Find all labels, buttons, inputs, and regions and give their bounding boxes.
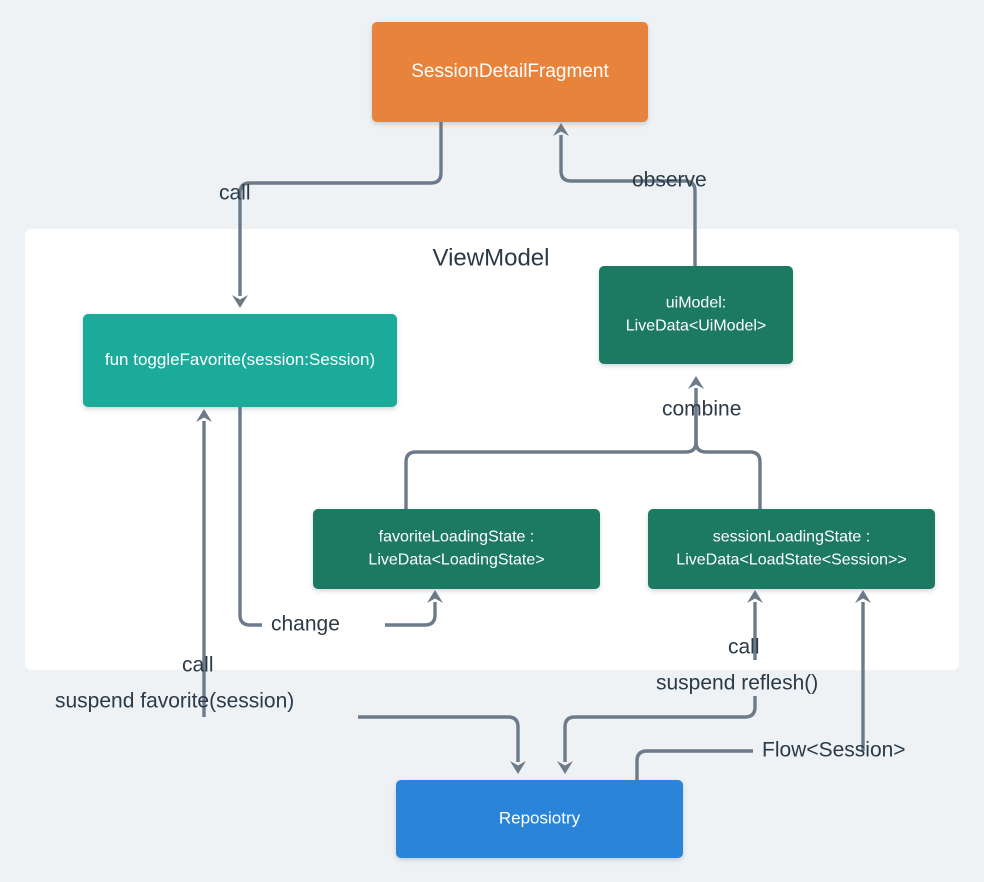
edge-call-fragment-to-toggle-label: call [219, 182, 251, 205]
repository-node-label-0: Reposiotry [499, 808, 581, 827]
edge-call-reflesh-to-repository-label: call [728, 636, 760, 659]
edge-favorite-to-repository-path [358, 715, 520, 762]
edge-call-fragment-to-toggle-arrowhead [232, 295, 248, 308]
edge-call-repository-to-toggle-sublabel: suspend favorite(session) [55, 690, 294, 713]
favorite-loading-state-node-rect [313, 509, 600, 589]
toggle-favorite-node-label-0: fun toggleFavorite(session:Session) [105, 350, 375, 369]
ui-model-node[interactable]: uiModel: LiveData<UiModel> [599, 266, 793, 364]
edge-favorite-to-repository-arrowhead [510, 761, 526, 774]
repository-node[interactable]: Reposiotry [396, 780, 683, 858]
edge-flow-session-arrowhead [855, 590, 871, 603]
toggle-favorite-node-rect [83, 314, 397, 407]
edge-call-repository-to-toggle-label: call [182, 654, 214, 677]
edge-combine-favorite-to-uimodel-label: combine [662, 398, 741, 421]
favorite-loading-state-node-label-0: favoriteLoadingState : [379, 529, 535, 546]
edge-combine-session-to-uimodel-path [694, 400, 762, 509]
nodes-layer: SessionDetailFragment fun toggleFavorite(… [83, 22, 935, 858]
toggle-favorite-node[interactable]: fun toggleFavorite(session:Session) [83, 314, 397, 407]
edge-call-repository-to-toggle-arrowhead [196, 409, 212, 422]
viewmodel-panel-rect [25, 229, 959, 670]
favorite-loading-state-node-label-1: LiveData<LoadingState> [368, 552, 544, 569]
session-detail-fragment-node[interactable]: SessionDetailFragment [372, 22, 648, 122]
session-loading-state-node-label-1: LiveData<LoadState<Session>> [676, 552, 906, 569]
edge-flow-session-label: Flow<Session> [762, 739, 906, 762]
repository-node-rect [396, 780, 683, 858]
edge-call-session-loading-arrow-arrowhead [747, 590, 763, 603]
edge-observe-uimodel-to-fragment-label: observe [632, 169, 707, 192]
ui-model-node-rect [599, 266, 793, 364]
edges-layer [196, 122, 871, 780]
session-detail-fragment-node-rect [372, 22, 648, 122]
edge-observe-uimodel-to-fragment-arrowhead [553, 123, 569, 136]
edge-change-toggle-to-favorite-arrowhead [427, 590, 443, 603]
edge-change-toggle-to-favorite-label: change [271, 613, 340, 636]
edge-flow-session-path [635, 602, 865, 780]
session-detail-fragment-node-label-0: SessionDetailFragment [411, 61, 609, 82]
favorite-loading-state-node[interactable]: favoriteLoadingState : LiveData<LoadingSt… [313, 509, 600, 589]
edge-observe-uimodel-to-fragment-path [559, 135, 697, 266]
edge-labels-layer: call observe combine change call suspend favo… [55, 169, 906, 762]
edge-call-reflesh-to-repository-path [563, 696, 757, 762]
ui-model-node-label-1: LiveData<UiModel> [626, 318, 767, 335]
viewmodel-panel: ViewModel [25, 229, 959, 670]
edge-call-reflesh-to-repository-sublabel: suspend reflesh() [656, 672, 818, 695]
session-loading-state-node-label-0: sessionLoadingState : [713, 529, 870, 546]
session-loading-state-node[interactable]: sessionLoadingState : LiveData<LoadState<… [648, 509, 935, 589]
edge-call-reflesh-to-repository-arrowhead [557, 761, 573, 774]
viewmodel-panel-title: ViewModel [433, 244, 550, 271]
edge-call-fragment-to-toggle-path [238, 122, 443, 296]
edge-change-toggle-to-favorite-path [238, 407, 437, 627]
session-loading-state-node-rect [648, 509, 935, 589]
edge-combine-favorite-to-uimodel-arrowhead [688, 376, 704, 389]
ui-model-node-label-0: uiModel: [666, 295, 726, 312]
